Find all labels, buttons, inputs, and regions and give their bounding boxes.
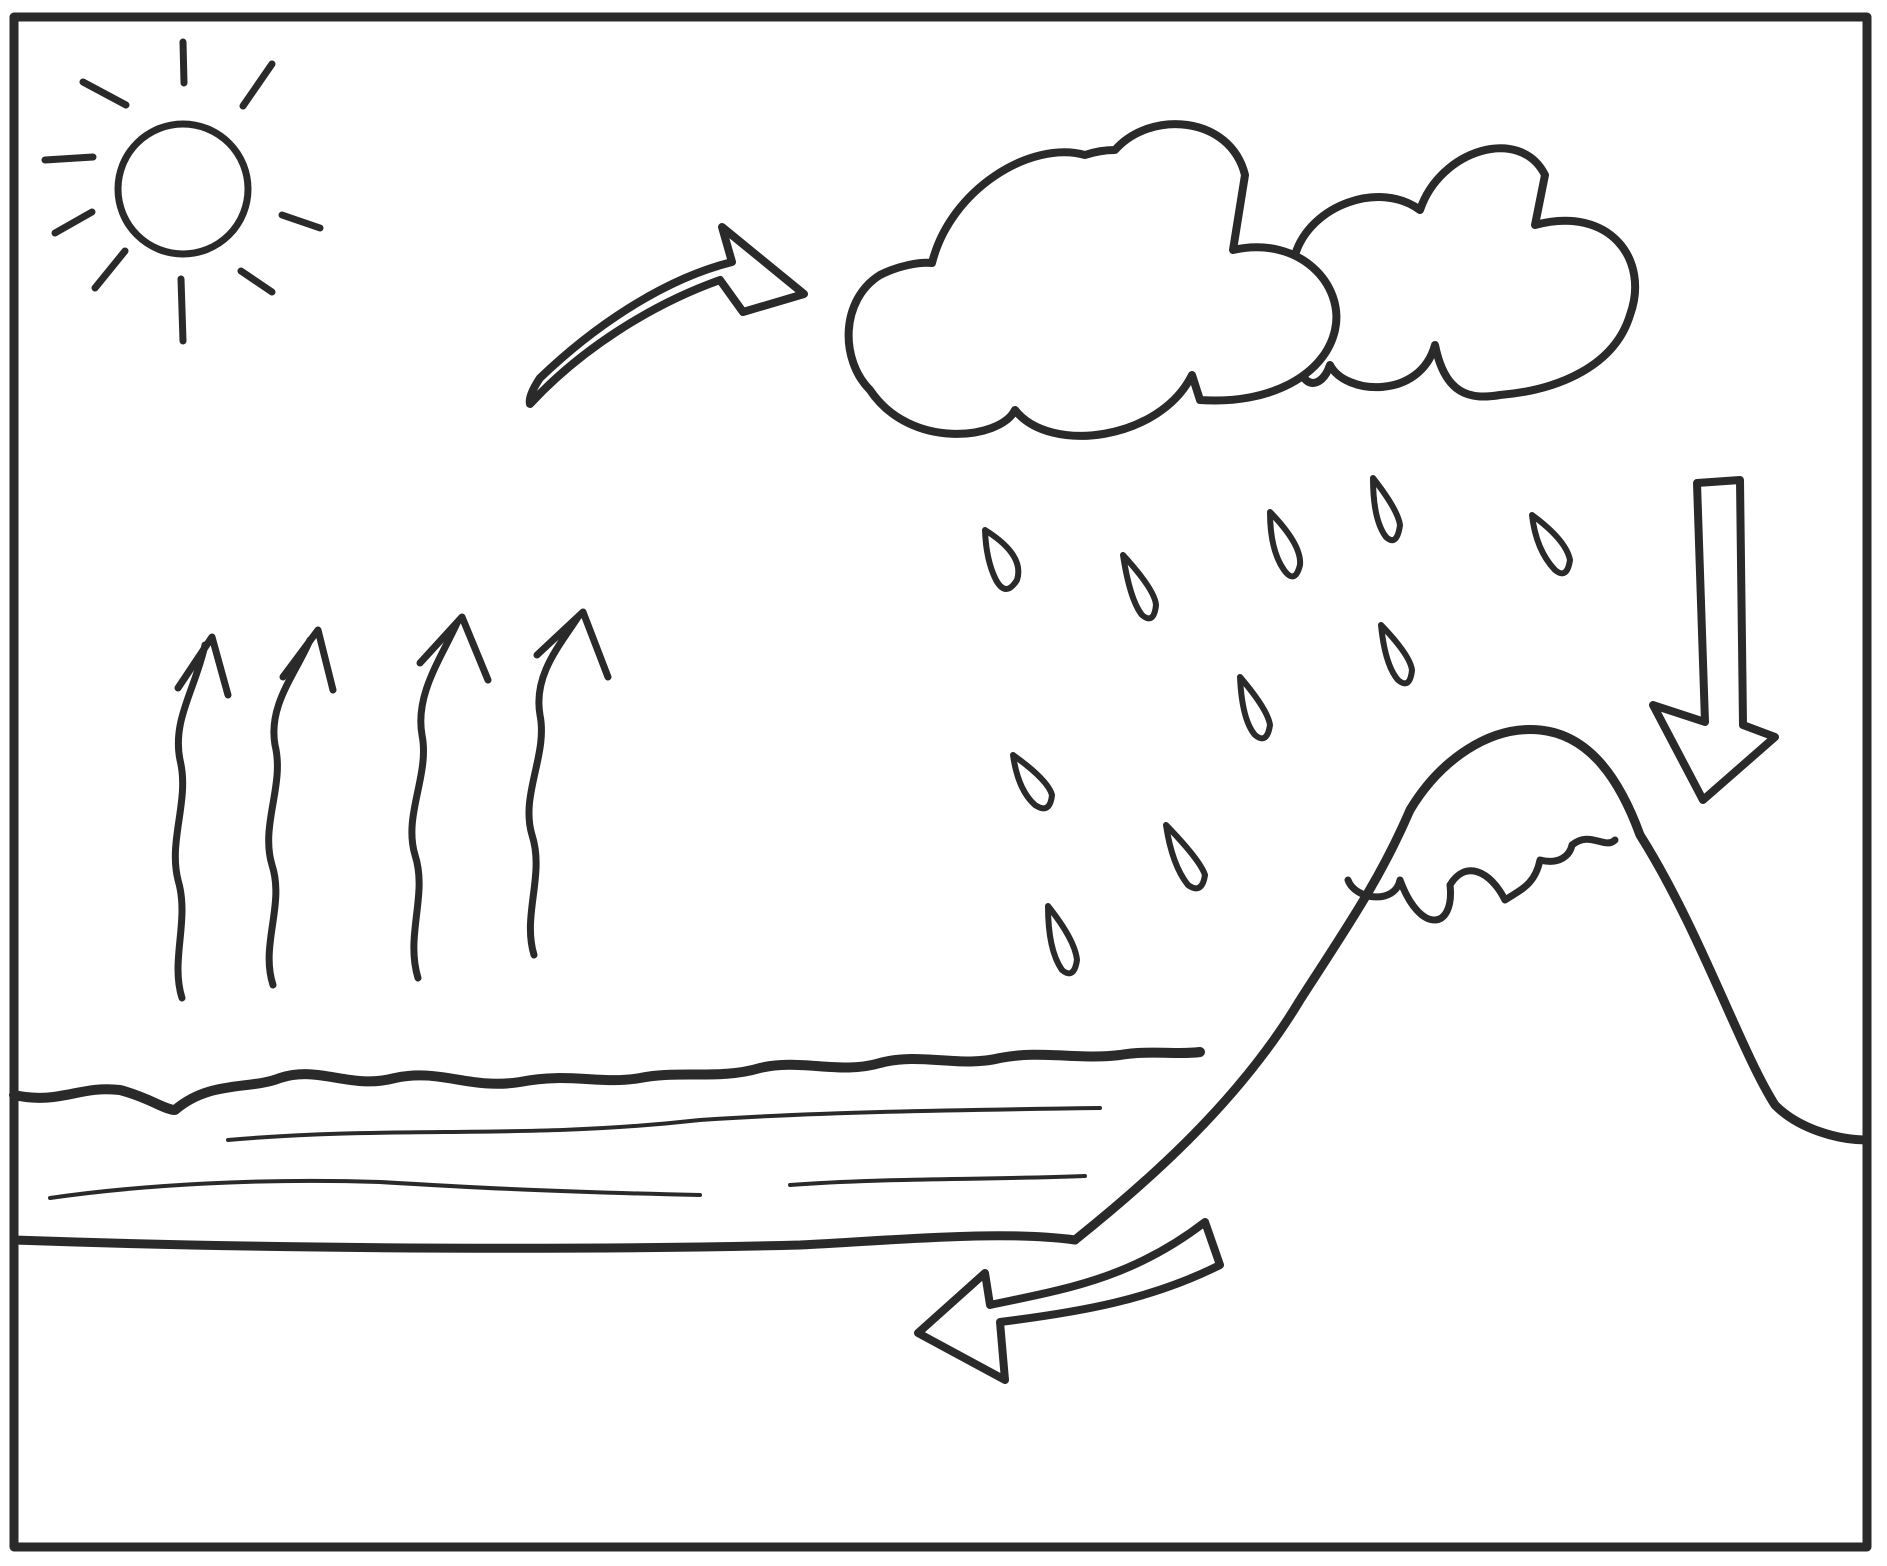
sun-rays <box>45 42 320 341</box>
wavy-water-body <box>14 1052 1200 1248</box>
raindrop-icon <box>985 478 1570 973</box>
mountain-outline <box>1075 730 1867 1240</box>
water-surface-wave <box>14 1052 1200 1110</box>
wavy-upward-arrow <box>412 617 488 978</box>
cloud-right <box>1295 148 1635 396</box>
cloud-icon <box>849 124 1636 436</box>
sun-icon <box>45 42 320 341</box>
water-line <box>228 1108 1100 1140</box>
precipitation-arrow <box>1653 480 1775 800</box>
condensation-arrow <box>530 227 804 404</box>
snow-capped-mountain <box>1075 730 1867 1240</box>
wavy-upward-arrow <box>529 612 608 955</box>
wavy-upward-arrow <box>175 637 228 998</box>
wavy-upward-arrow <box>269 630 333 985</box>
runoff-arrow <box>918 1222 1220 1380</box>
water-line <box>790 1176 1085 1185</box>
shoreline <box>14 1236 1075 1249</box>
cloud-left <box>849 124 1337 436</box>
water-line <box>50 1181 700 1198</box>
evaporation-arrows <box>175 612 608 998</box>
